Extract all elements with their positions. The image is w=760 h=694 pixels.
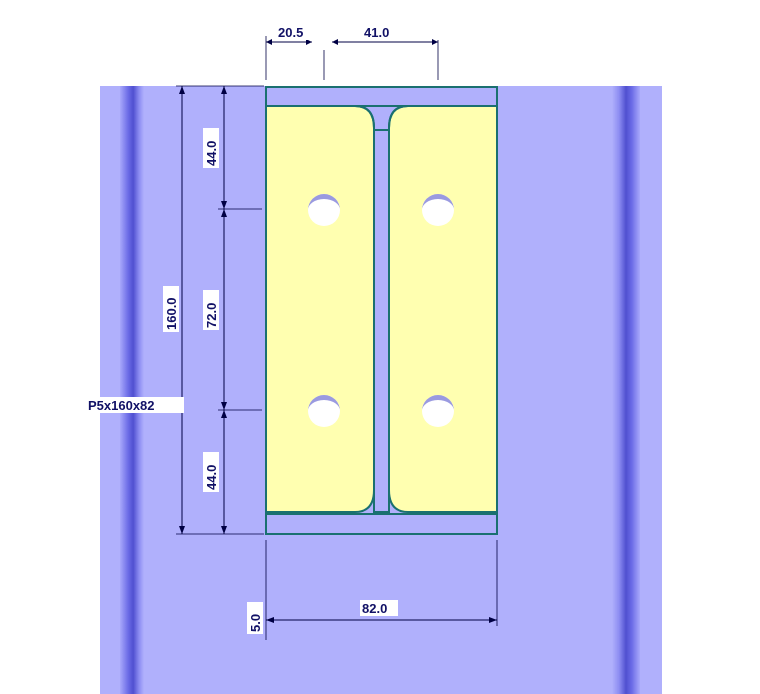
bolt-hole bbox=[308, 194, 340, 226]
dimension-labels: 20.5 41.0 160.0 44.0 72.0 44.0 82.0 5.0 … bbox=[86, 24, 400, 634]
dim-bolt-gauge: 41.0 bbox=[364, 25, 389, 40]
dim-bolt-pitch: 72.0 bbox=[204, 303, 219, 328]
plate-right-panel bbox=[388, 105, 498, 513]
end-plate-section bbox=[265, 86, 498, 535]
top-flange bbox=[265, 86, 498, 107]
dim-plate-width: 82.0 bbox=[362, 601, 387, 616]
dimension-lines bbox=[176, 36, 498, 640]
bottom-flange bbox=[265, 513, 498, 535]
column-right-flange-edge bbox=[612, 86, 640, 694]
dim-plate-thickness: 5.0 bbox=[248, 614, 263, 632]
column-left-flange-edge bbox=[120, 86, 144, 694]
bolt-holes bbox=[308, 194, 454, 427]
bolt-hole bbox=[422, 395, 454, 427]
dim-top-left-offset: 20.5 bbox=[278, 25, 303, 40]
bolt-hole bbox=[308, 395, 340, 427]
bolt-hole bbox=[422, 194, 454, 226]
top-root-fillet bbox=[354, 105, 409, 129]
section-web bbox=[373, 129, 390, 513]
dim-total-height: 160.0 bbox=[164, 297, 179, 330]
dim-top-edge-distance: 44.0 bbox=[204, 141, 219, 166]
dim-bottom-edge-distance: 44.0 bbox=[204, 465, 219, 490]
plate-label: P5x160x82 bbox=[88, 398, 155, 413]
plate-left-panel bbox=[265, 105, 375, 513]
